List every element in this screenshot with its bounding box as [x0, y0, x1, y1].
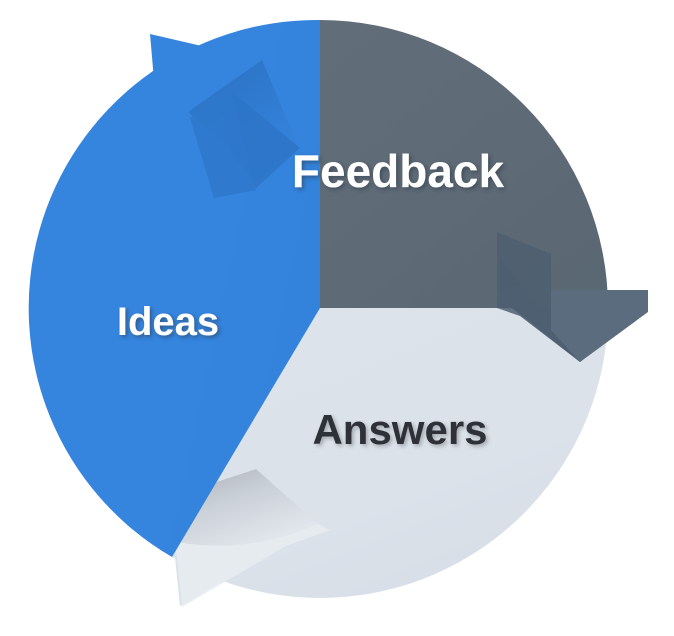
feedback-arrow-wing — [551, 290, 648, 362]
segment-answers[interactable] — [132, 308, 609, 607]
segment-label-feedback: Feedback — [292, 145, 505, 197]
segment-feedback-wedge[interactable] — [320, 20, 608, 308]
ideas-arrow-fold-deep — [190, 94, 256, 198]
segment-label-answers: Answers — [312, 406, 487, 453]
answers-arrow-fold-lower — [168, 524, 330, 607]
answers-arrow-fold — [150, 469, 318, 546]
segment-ideas[interactable] — [28, 19, 320, 558]
segment-feedback[interactable] — [320, 20, 648, 362]
segment-label-ideas: Ideas — [117, 300, 219, 344]
